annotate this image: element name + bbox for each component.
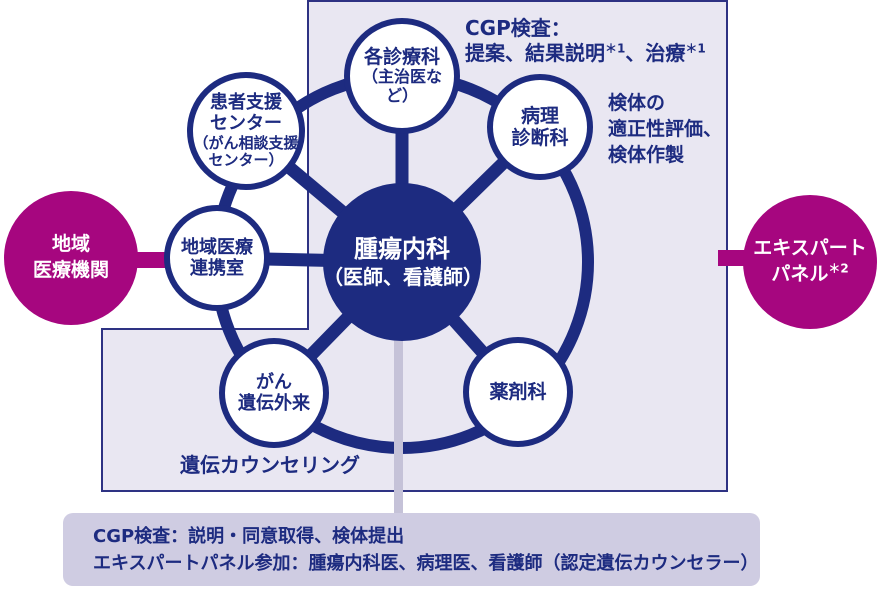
cgp-footnote-mark-1: ＊1 (605, 41, 626, 56)
regional-liaison-label-line2: 連携室 (190, 258, 244, 279)
cgp-test-annotation-line2: 提案、結果説明＊1、治療＊1 (465, 41, 706, 66)
hub-label-line2: （医師、看護師） (323, 264, 483, 289)
expert-panel-footnote-mark: ＊2 (828, 261, 849, 276)
expert-panel-circle: エキスパート パネル＊2 (743, 195, 877, 329)
clinical-departments-circle: 各診療科 （主治医など） (344, 18, 460, 134)
regional-label-line2: 医療機関 (32, 259, 109, 281)
expert-panel-label-line2: パネル＊2 (771, 262, 848, 288)
cgp-footnote-mark-2: ＊1 (685, 41, 706, 56)
note-box-line2: エキスパートパネル参加：腫瘍内科医、病理医、看護師（認定遺伝カウンセラー） (93, 553, 759, 574)
cancer-genetics-label-line2: 遺伝外来 (238, 393, 310, 414)
oncology-hub-circle: 腫瘍内科 （医師、看護師） (323, 183, 483, 341)
regional-medical-institutions-circle: 地域 医療機関 (4, 191, 138, 325)
regional-connector (128, 252, 172, 268)
cancer-genetics-clinic-circle: がん 遺伝外来 (219, 338, 329, 448)
pathology-label-line1: 病理 (520, 104, 559, 127)
expert-panel-label-text: パネル (771, 263, 829, 285)
cgp-test-annotation-line1: CGP検査： (465, 16, 571, 40)
patient-support-sublabel-line2: センター） (208, 151, 284, 170)
specimen-annotation-line2: 適正性評価、 (608, 118, 723, 140)
genetic-counseling-label: 遺伝カウンセリング (180, 453, 360, 477)
clinical-departments-sublabel: （主治医など） (361, 67, 442, 106)
hub-to-note-line (394, 330, 403, 514)
patient-support-label-line1: 患者支援 (210, 92, 282, 114)
specimen-annotation: 検体の 適正性評価、 検体作製 (608, 90, 722, 168)
expert-panel-label-line1: エキスパート (753, 237, 867, 260)
note-box-line1: CGP検査：説明・同意取得、検体提出 (93, 526, 405, 547)
clinical-departments-label: 各診療科 (363, 45, 440, 68)
pathology-circle: 病理 診断科 (487, 74, 593, 180)
cgp-annotation-treatment-text: 、治療 (625, 41, 686, 65)
hub-label-line1: 腫瘍内科 (354, 234, 450, 263)
cancer-genetics-label-line1: がん (256, 371, 292, 393)
regional-label-line1: 地域 (51, 233, 90, 256)
note-box: CGP検査：説明・同意取得、検体提出 エキスパートパネル参加：腫瘍内科医、病理医… (63, 513, 760, 586)
pharmacy-circle: 薬剤科 (463, 337, 573, 447)
patient-support-center-circle: 患者支援 センター （がん相談支援 センター） (187, 72, 305, 190)
specimen-annotation-line1: 検体の (608, 92, 666, 114)
specimen-annotation-line3: 検体作製 (608, 144, 685, 166)
cgp-annotation-proposal-text: 提案、結果説明 (465, 41, 605, 65)
cgp-test-annotation: CGP検査： 提案、結果説明＊1、治療＊1 (465, 16, 706, 66)
patient-support-sublabel-line1: （がん相談支援 (193, 133, 299, 152)
regional-liaison-circle: 地域医療 連携室 (164, 205, 270, 311)
pathology-label-line2: 診断科 (511, 127, 569, 149)
patient-support-label-line2: センター (210, 113, 282, 135)
pharmacy-label: 薬剤科 (489, 380, 547, 403)
regional-liaison-label-line1: 地域医療 (181, 236, 253, 258)
